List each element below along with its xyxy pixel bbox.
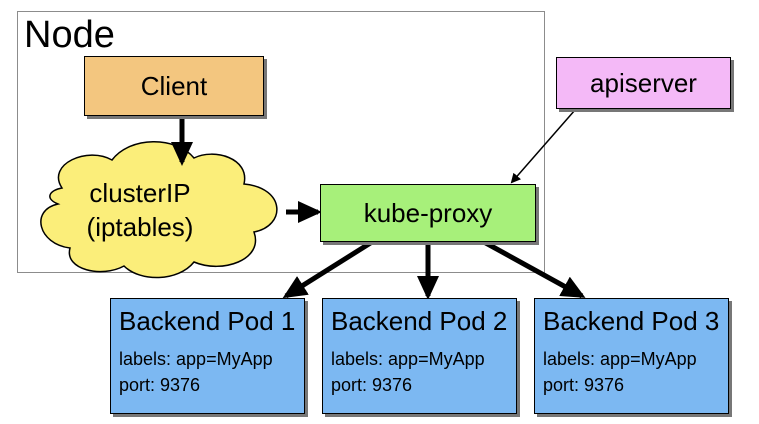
pod-port: port: 9376 bbox=[331, 375, 413, 395]
pod-port: port: 9376 bbox=[543, 375, 625, 395]
kube-proxy-to-pod-3-arrow bbox=[482, 239, 586, 299]
pod-title: Backend Pod 2 bbox=[331, 306, 508, 336]
cluster-ip-label-line2: (iptables) bbox=[86, 212, 194, 242]
pod-labels: labels: app=MyApp bbox=[543, 349, 697, 369]
pod-labels: labels: app=MyApp bbox=[119, 349, 273, 369]
cluster-ip-label-line1: clusterIP bbox=[89, 178, 191, 208]
pod-title: Backend Pod 3 bbox=[543, 306, 720, 336]
pod-port: port: 9376 bbox=[119, 375, 201, 395]
apiserver-to-kube-proxy-arrow bbox=[510, 109, 576, 184]
apiserver-box: apiserver bbox=[556, 57, 731, 109]
backend-pod-2: Backend Pod 2 labels: app=MyApp port: 93… bbox=[322, 298, 517, 414]
client-label: Client bbox=[140, 70, 208, 101]
node-title: Node bbox=[24, 14, 115, 56]
kube-proxy-to-pod-1-arrow bbox=[282, 239, 374, 299]
cluster-ip-cloud bbox=[40, 141, 278, 279]
kube-proxy-label: kube-proxy bbox=[363, 197, 493, 228]
backend-pod-1: Backend Pod 1 labels: app=MyApp port: 93… bbox=[110, 298, 305, 414]
pod-title: Backend Pod 1 bbox=[119, 306, 296, 336]
pod-labels: labels: app=MyApp bbox=[331, 349, 485, 369]
backend-pod-3: Backend Pod 3 labels: app=MyApp port: 93… bbox=[534, 298, 729, 414]
apiserver-label: apiserver bbox=[590, 67, 697, 98]
cluster-ip-label: clusterIP (iptables) bbox=[40, 176, 240, 244]
client-box: Client bbox=[84, 56, 264, 116]
kube-proxy-box: kube-proxy bbox=[320, 184, 536, 242]
